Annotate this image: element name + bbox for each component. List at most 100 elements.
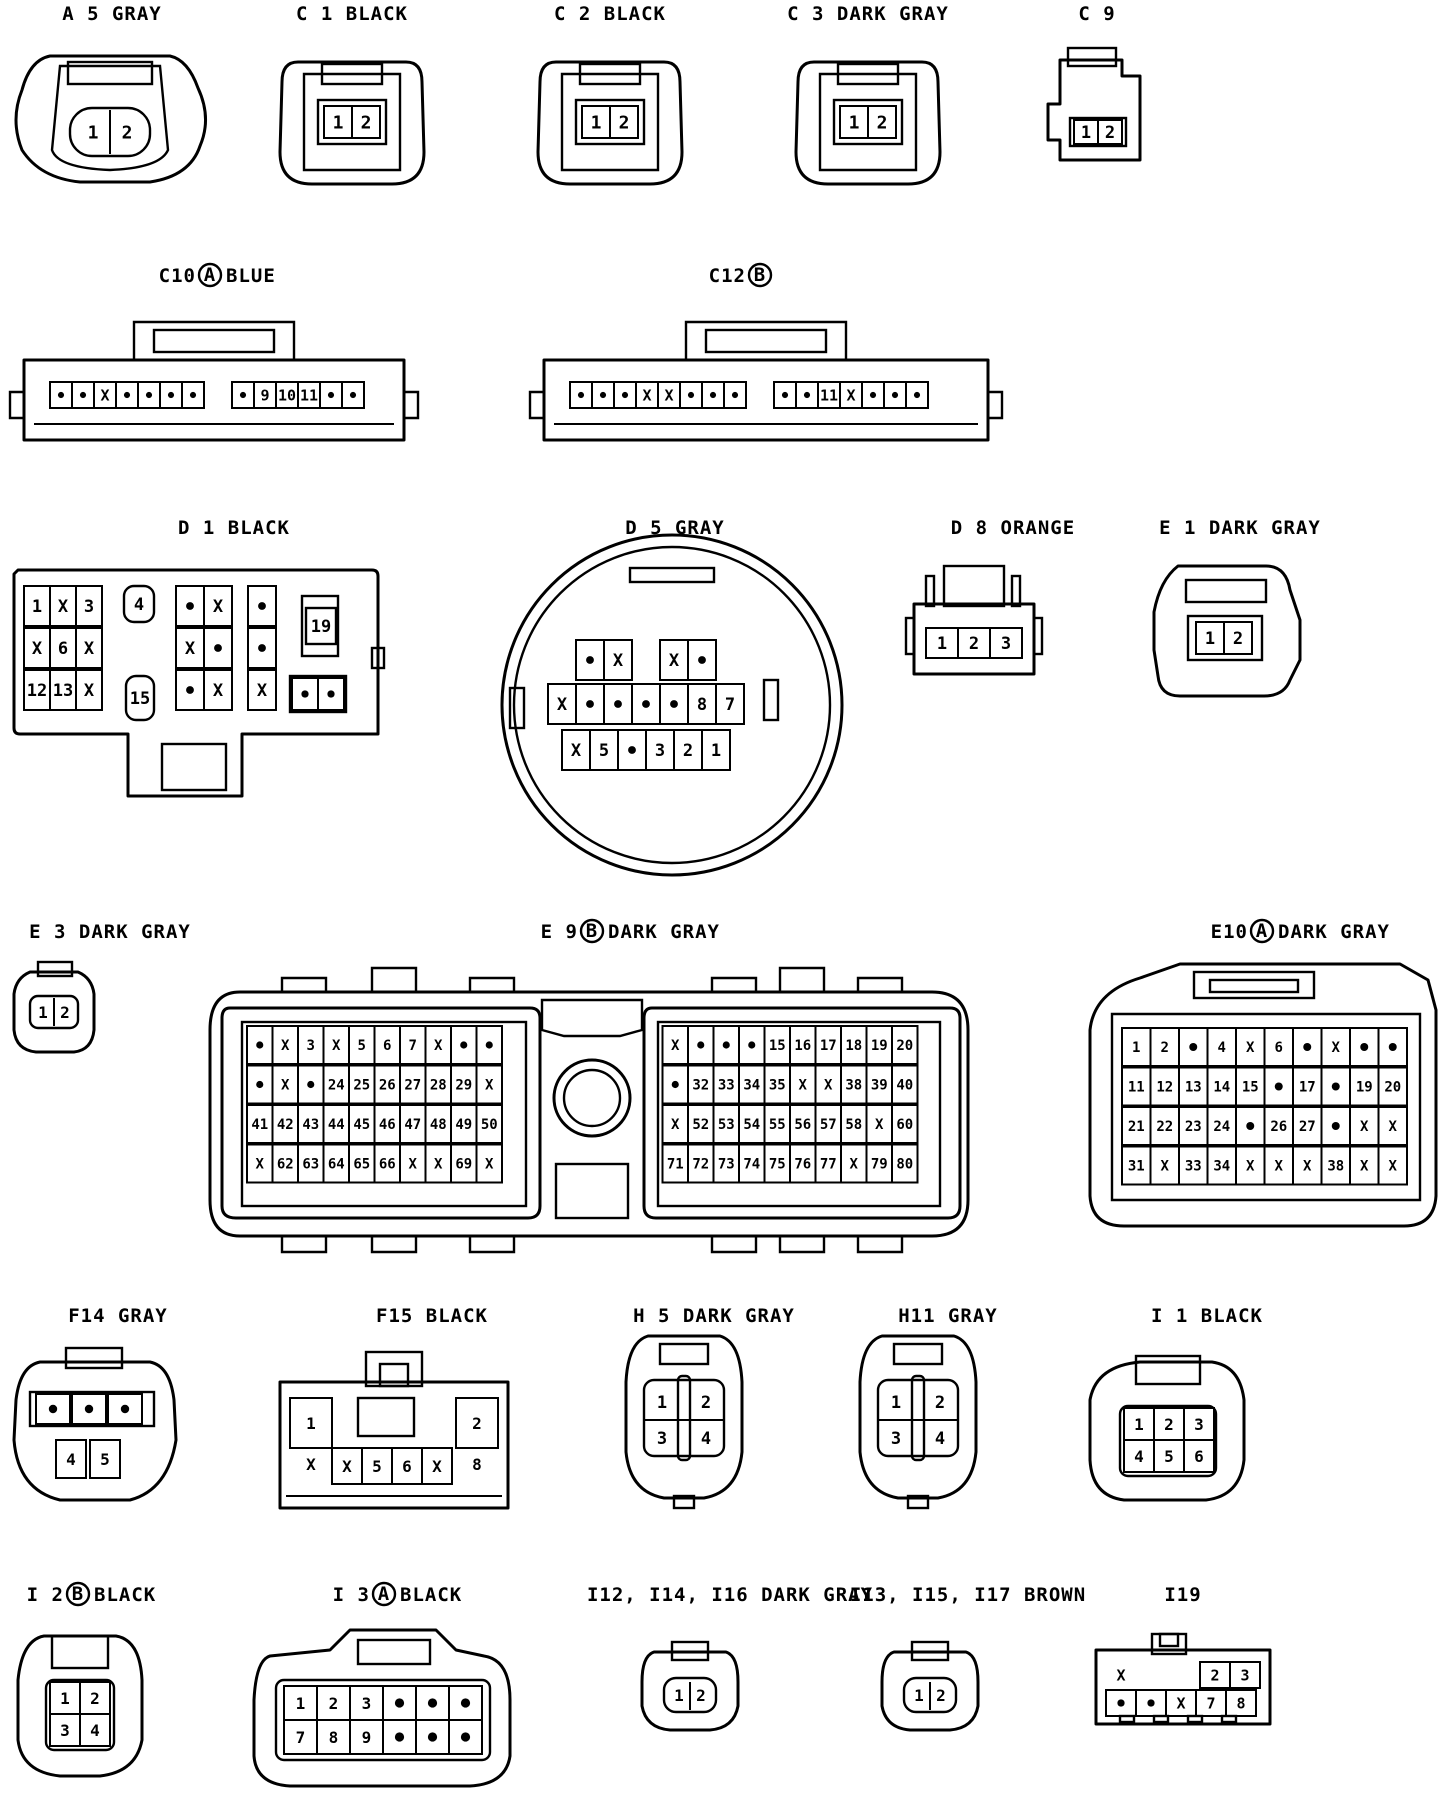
pin-number: 4 xyxy=(66,1450,76,1469)
pin-cavity xyxy=(175,627,205,669)
pin-cavity xyxy=(1349,1106,1380,1146)
pin-number: X xyxy=(58,597,69,617)
empty-pin-dot xyxy=(123,391,131,399)
pin-cavity xyxy=(361,1447,393,1485)
pin-number: X xyxy=(664,386,673,404)
pin-cavity xyxy=(865,1064,893,1105)
pin-cavity xyxy=(659,639,689,681)
empty-pin-dot xyxy=(586,656,594,664)
pin-cavity xyxy=(738,1064,766,1105)
pin-number: 46 xyxy=(379,1117,396,1133)
pin-number: 19 xyxy=(311,617,331,637)
pin-number: 38 xyxy=(845,1078,862,1094)
empty-pin-dot xyxy=(48,1404,58,1414)
empty-pin-dot xyxy=(697,1041,705,1049)
pin-number: X xyxy=(281,1078,290,1094)
connector-label: D 5 GRAY xyxy=(625,517,725,539)
pin-number: 79 xyxy=(871,1157,888,1173)
pin-cavity xyxy=(789,1025,817,1065)
housing-outline xyxy=(684,320,848,360)
pin-number: 64 xyxy=(328,1157,345,1173)
pin-cavity xyxy=(49,585,77,627)
empty-pin-dot xyxy=(621,391,629,399)
pin-number: 6 xyxy=(58,639,68,659)
pin-number: 2 xyxy=(696,1686,706,1705)
housing-outline xyxy=(370,1236,418,1254)
housing-part xyxy=(762,678,780,722)
pin-cavity xyxy=(1121,1106,1152,1146)
housing-outline xyxy=(818,72,918,172)
pin-cavity xyxy=(475,1104,503,1144)
pin-cavity xyxy=(1121,1145,1152,1186)
pin-cavity xyxy=(49,1681,81,1715)
pin-number: 56 xyxy=(794,1117,811,1133)
pin-number: X xyxy=(642,386,651,404)
pin-cavity xyxy=(712,1025,740,1065)
pin-number: 3 xyxy=(1240,1666,1249,1684)
housing-outline xyxy=(778,1236,826,1254)
pin-number: 34 xyxy=(1213,1159,1230,1175)
pin-number: 66 xyxy=(379,1157,396,1173)
housing-part xyxy=(1010,574,1022,608)
pin-number: 3 xyxy=(362,1694,372,1713)
pin-cavity xyxy=(701,729,731,771)
pin-number: X xyxy=(799,1078,808,1094)
housing-part xyxy=(672,1494,696,1510)
housing-part xyxy=(378,1362,410,1388)
housing-outline xyxy=(856,1236,904,1254)
pin-number: 7 xyxy=(725,695,735,715)
pin-number: X xyxy=(613,651,624,671)
pin-cavity xyxy=(348,1143,376,1184)
connector-label: F14 GRAY xyxy=(68,1305,168,1327)
pin-cavity xyxy=(814,1143,842,1184)
pin-number: 2 xyxy=(122,122,133,143)
pin-cavity xyxy=(1377,1066,1408,1107)
pin-number: 2 xyxy=(877,112,888,133)
housing-part xyxy=(924,574,936,608)
pin-number: X xyxy=(306,1455,316,1474)
pin-number: 34 xyxy=(743,1078,760,1094)
housing-part xyxy=(942,564,1006,608)
pin-number: 11 xyxy=(820,386,838,404)
pin-cavity xyxy=(645,729,675,771)
pin-cavity xyxy=(575,683,605,725)
pin-cavity xyxy=(891,1143,919,1184)
housing-outline xyxy=(880,1650,980,1732)
housing-outline xyxy=(280,1236,328,1254)
pin-number: 2 xyxy=(936,1686,946,1705)
housing-part xyxy=(1118,1714,1136,1724)
housing-part xyxy=(836,62,900,86)
housing-outline xyxy=(280,976,328,992)
housing-outline xyxy=(14,54,207,184)
pin-number: 29 xyxy=(455,1078,472,1094)
pin-cavity xyxy=(89,1439,121,1479)
pin-cavity xyxy=(399,1064,427,1105)
pin-number: 27 xyxy=(1299,1119,1316,1135)
empty-pin-dot xyxy=(1331,1082,1340,1091)
connector-color: BLUE xyxy=(226,265,276,287)
housing-part xyxy=(274,1678,492,1762)
empty-pin-dot xyxy=(460,1732,471,1742)
pin-cavity xyxy=(1223,621,1253,655)
housing-part xyxy=(906,1494,930,1510)
pin-cavity xyxy=(1121,1066,1152,1107)
pin-number: 5 xyxy=(372,1457,382,1476)
pin-number: 75 xyxy=(769,1157,786,1173)
pin-number: X xyxy=(257,681,268,701)
pin-cavity xyxy=(661,1025,689,1065)
pin-number: X xyxy=(1389,1119,1398,1135)
pin-number: 2 xyxy=(1164,1415,1174,1434)
housing-part xyxy=(910,1640,950,1662)
housing-outline xyxy=(778,966,826,992)
housing-part xyxy=(356,1638,432,1666)
housing-outline xyxy=(1110,1012,1422,1202)
pin-number: 24 xyxy=(1213,1119,1230,1135)
empty-pin-dot xyxy=(57,391,65,399)
connector-label: E 1 DARK GRAY xyxy=(1159,517,1321,539)
pin-number: 19 xyxy=(871,1038,888,1054)
pin-cavity xyxy=(1320,1027,1351,1067)
pin-cavity xyxy=(661,1143,689,1184)
